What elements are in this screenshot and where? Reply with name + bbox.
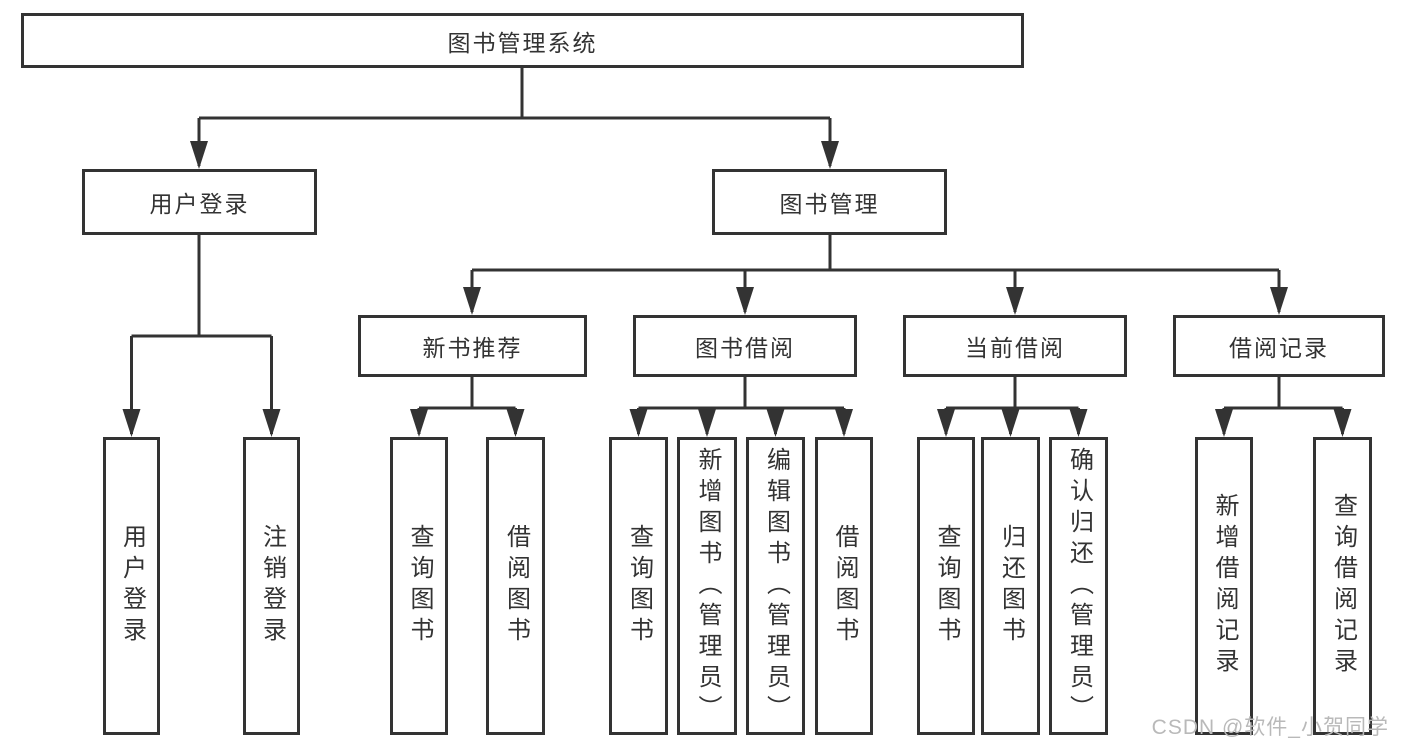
csdn-watermark: CSDN @软件_小贺同学 bbox=[1151, 716, 1389, 739]
root-node: 图书管理系统 bbox=[21, 13, 1024, 68]
leaf-add-borrow-record: 新增借阅记录 bbox=[1195, 437, 1253, 735]
leaf-confirm-return-admin: 确认归还（管理员） bbox=[1049, 437, 1108, 735]
leaf-edit-books-admin: 编辑图书（管理员） bbox=[746, 437, 805, 735]
leaf-borrow-query-books: 查询图书 bbox=[609, 437, 668, 735]
branch-user-login: 用户登录 bbox=[82, 169, 317, 235]
connector-path bbox=[130, 68, 1344, 434]
leaf-current-query-books: 查询图书 bbox=[917, 437, 975, 735]
leaf-recommend-borrow-books: 借阅图书 bbox=[486, 437, 545, 735]
arrowheads bbox=[122, 141, 1352, 437]
leaf-add-books-admin: 新增图书（管理员） bbox=[677, 437, 737, 735]
leaf-query-borrow-record: 查询借阅记录 bbox=[1313, 437, 1372, 735]
section-borrow-records: 借阅记录 bbox=[1173, 315, 1385, 377]
leaf-return-books: 归还图书 bbox=[981, 437, 1040, 735]
leaf-logout: 注销登录 bbox=[243, 437, 300, 735]
section-current-borrow: 当前借阅 bbox=[903, 315, 1127, 377]
leaf-recommend-query-books: 查询图书 bbox=[390, 437, 448, 735]
leaf-user-login: 用户登录 bbox=[103, 437, 160, 735]
branch-book-management: 图书管理 bbox=[712, 169, 947, 235]
leaf-borrow-books: 借阅图书 bbox=[815, 437, 873, 735]
section-book-borrow: 图书借阅 bbox=[633, 315, 857, 377]
section-new-book-recommend: 新书推荐 bbox=[358, 315, 587, 377]
